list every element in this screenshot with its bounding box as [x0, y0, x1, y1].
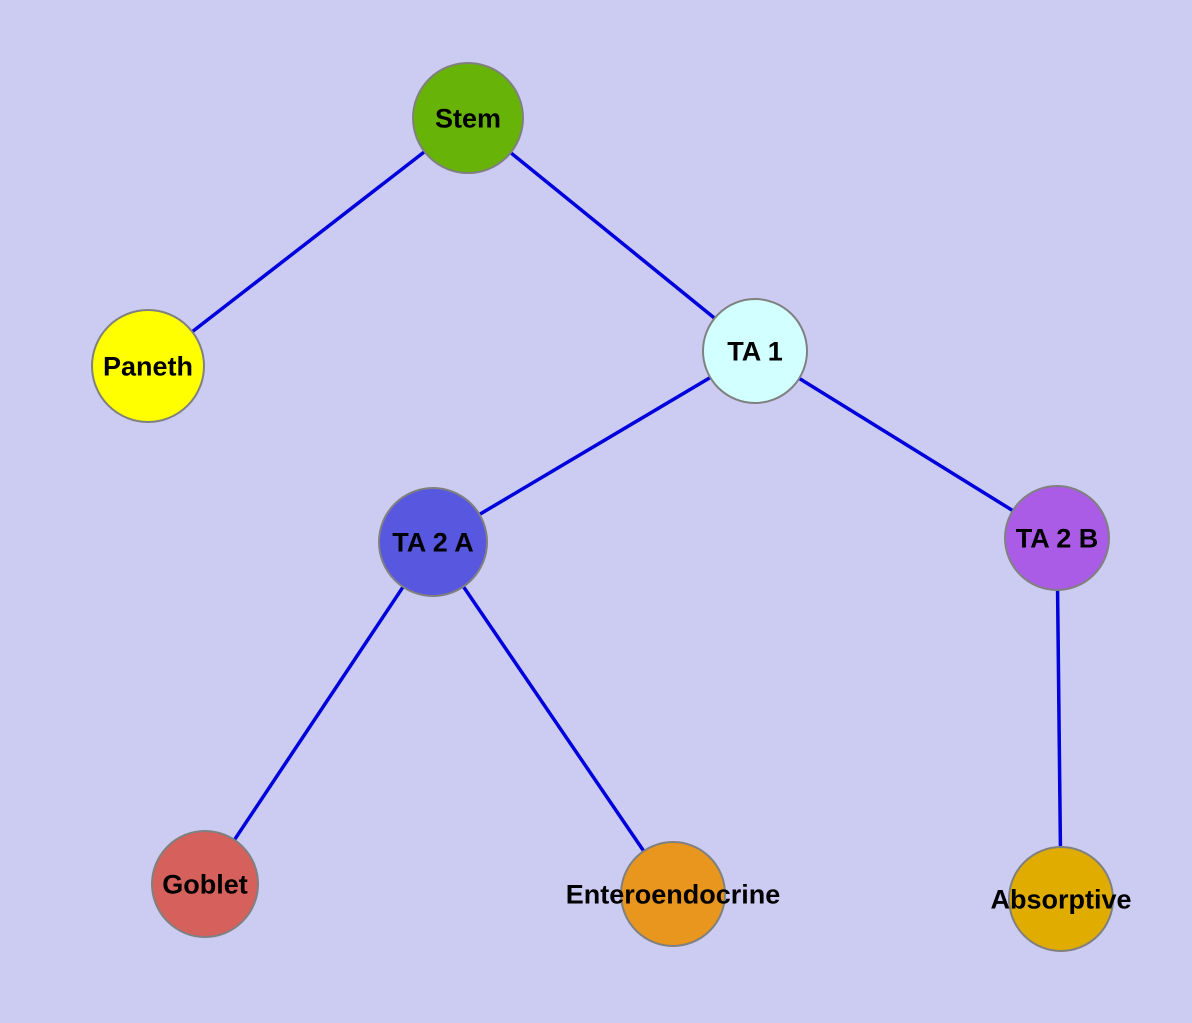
edge-ta2a-goblet — [203, 541, 435, 885]
node-label-stem: Stem — [435, 103, 501, 133]
edge-ta2a-enteroendocrine — [431, 541, 675, 895]
node-ta2b[interactable] — [1004, 485, 1110, 591]
node-ta1[interactable] — [702, 298, 808, 404]
edge-stem-ta1 — [466, 116, 757, 353]
node-goblet[interactable] — [151, 830, 259, 938]
node-label-ta1: TA 1 — [727, 336, 783, 366]
node-label-goblet: Goblet — [162, 869, 248, 899]
node-label-absorptive: Absorptive — [990, 884, 1131, 914]
edge-ta1-ta2b — [754, 349, 1058, 540]
edge-layer — [146, 116, 1063, 900]
node-enteroendocrine[interactable] — [620, 841, 726, 947]
node-label-paneth: Paneth — [103, 351, 193, 381]
node-label-enteroendocrine: Enteroendocrine — [566, 879, 781, 909]
node-absorptive[interactable] — [1008, 846, 1114, 952]
node-paneth[interactable] — [91, 309, 205, 423]
edge-stem-paneth — [146, 116, 470, 368]
node-label-ta2a: TA 2 A — [392, 527, 474, 557]
node-ta2a[interactable] — [378, 487, 488, 597]
node-label-ta2b: TA 2 B — [1016, 523, 1099, 553]
edge-ta1-ta2a — [432, 349, 756, 544]
node-stem[interactable] — [412, 62, 524, 174]
edge-ta2b-absorptive — [1055, 537, 1063, 900]
